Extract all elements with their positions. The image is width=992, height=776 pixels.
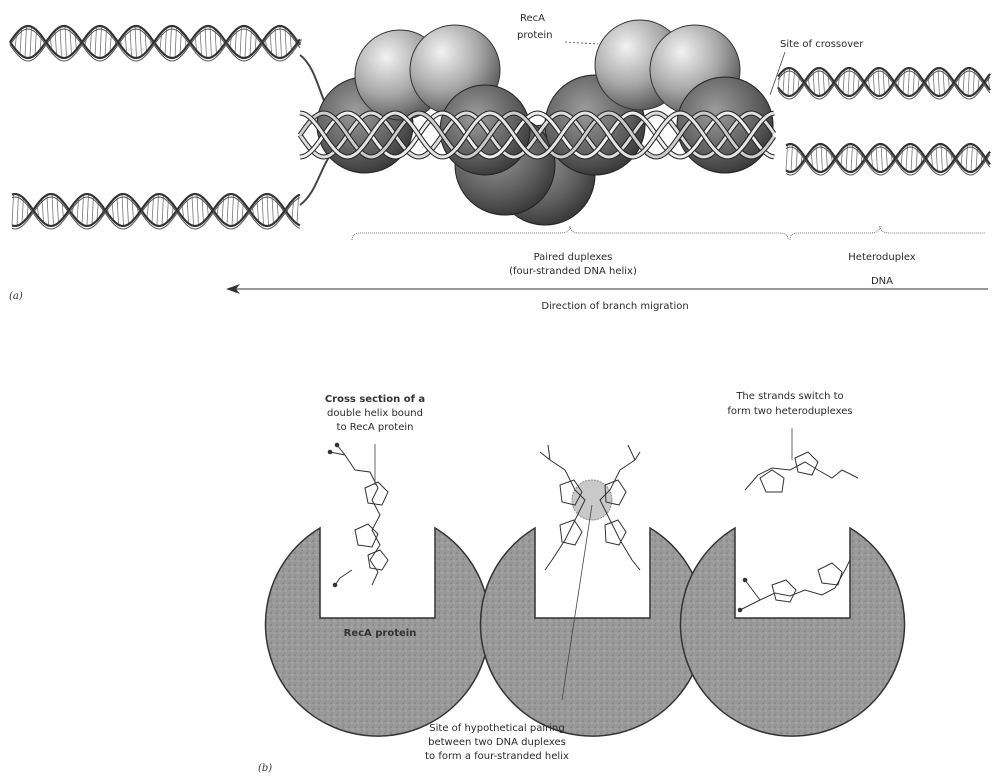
pairing-line1: Site of hypothetical pairing [429,723,564,734]
base-pair-rung [157,194,159,225]
base-pair-rung [876,146,878,171]
base-pair-rung [275,27,277,56]
base-pair-rung [848,68,850,96]
base-pair-rung [95,27,97,56]
base-pair-rung [17,194,19,226]
base-pair-rung [878,68,880,96]
dna-four-strand-middle [540,445,640,570]
cross-section-line3: to RecA protein [337,422,414,433]
heteroduplex-line2: DNA [871,276,893,287]
reca-cup-right [681,528,905,736]
base-pair-rung [130,28,132,56]
branch-migration-label: Direction of branch migration [541,301,688,312]
base-pair-rung [240,27,242,57]
base-pair-rung [122,194,124,226]
base-pair-rung [791,144,793,172]
pairing-line3: to form a four-stranded helix [425,751,569,762]
bracket-heteroduplex [790,226,985,240]
strands-switch-line2: form two heteroduplexes [727,406,852,417]
heteroduplex-line1: Heteroduplex [848,252,916,263]
paired-duplexes-line1: Paired duplexes [534,252,613,263]
base-pair-rung [280,26,282,58]
base-pair-rung [262,196,264,225]
dna-cross-section-left [328,443,388,587]
site-of-crossover-label: Site of crossover [780,39,864,50]
base-pair-rung [30,26,32,58]
base-pair-rung [117,196,119,224]
bracket-paired-duplexes [352,226,788,240]
paired-duplexes-line2: (four-stranded DNA helix) [509,266,637,277]
base-pair-rung [936,146,938,171]
dna-heteroduplex-cross-section-right [738,452,858,612]
base-pair-rung [210,26,212,58]
cross-section-line1: Cross section of a [325,394,425,405]
base-pair-rung [908,68,910,96]
panel-b: RecA protein [258,391,905,774]
base-pair-rung [65,26,67,58]
base-pair-rung [162,195,164,226]
base-pair-rung [881,144,883,172]
base-pair-rung [165,29,167,55]
base-pair-rung [82,196,84,225]
base-pair-rung [846,146,848,171]
base-pair-rung [140,27,142,57]
base-pair-rung [205,27,207,58]
dna-heteroduplex-top-right [778,68,990,99]
cross-section-line2: double helix bound [327,408,423,419]
base-pair-rung [25,27,27,58]
base-pair-rung [197,194,199,226]
base-pair-rung [187,198,189,222]
base-pair-rung [60,27,62,57]
base-pair-rung [938,68,940,96]
base-pair-rung [788,68,790,96]
base-pair-rung [227,195,229,225]
dna-helix-top-left [10,26,302,61]
dna-helix-bottom-left [12,194,300,229]
base-pair-rung [52,194,54,226]
base-pair-rung [911,144,913,172]
panel-a-label: (a) [9,291,23,302]
base-pair-rung [906,146,908,171]
base-pair-rung [818,68,820,96]
dna-heteroduplex-bottom-right [786,144,990,175]
base-pair-rung [170,26,172,58]
base-pair-rung [941,144,943,172]
base-pair-rung [267,194,269,226]
reca-label-line1: RecA [520,13,545,24]
base-pair-rung [87,194,89,226]
reca-label-line2: protein [517,30,553,41]
base-pair-rung [816,146,818,171]
base-pair-rung [200,30,202,55]
base-pair-rung [135,26,137,58]
reca-cup-middle [481,528,705,736]
pairing-line2: between two DNA duplexes [428,737,566,748]
base-pair-rung [47,195,49,225]
base-pair-rung [12,195,14,226]
reca-protein-cup-label: RecA protein [344,628,417,639]
base-pair-rung [192,195,194,226]
reca-leader [565,42,598,44]
base-pair-rung [175,27,177,58]
base-pair-rung [232,194,234,226]
base-pair-rung [297,196,299,224]
base-pair-rung [968,68,970,96]
panel-a: RecA protein Site of crossover Paired du… [9,13,990,312]
base-pair-rung [20,30,22,55]
base-pair-rung [821,144,823,172]
base-pair-rung [971,144,973,172]
base-pair-rung [966,146,968,171]
base-pair-rung [100,26,102,58]
strands-switch-line1: The strands switch to [735,391,843,402]
base-pair-rung [152,197,154,223]
base-pair-rung [245,26,247,58]
base-pair-rung [127,195,129,225]
base-pair-rung [786,146,788,171]
base-pair-rung [851,144,853,172]
panel-b-label: (b) [258,763,272,774]
